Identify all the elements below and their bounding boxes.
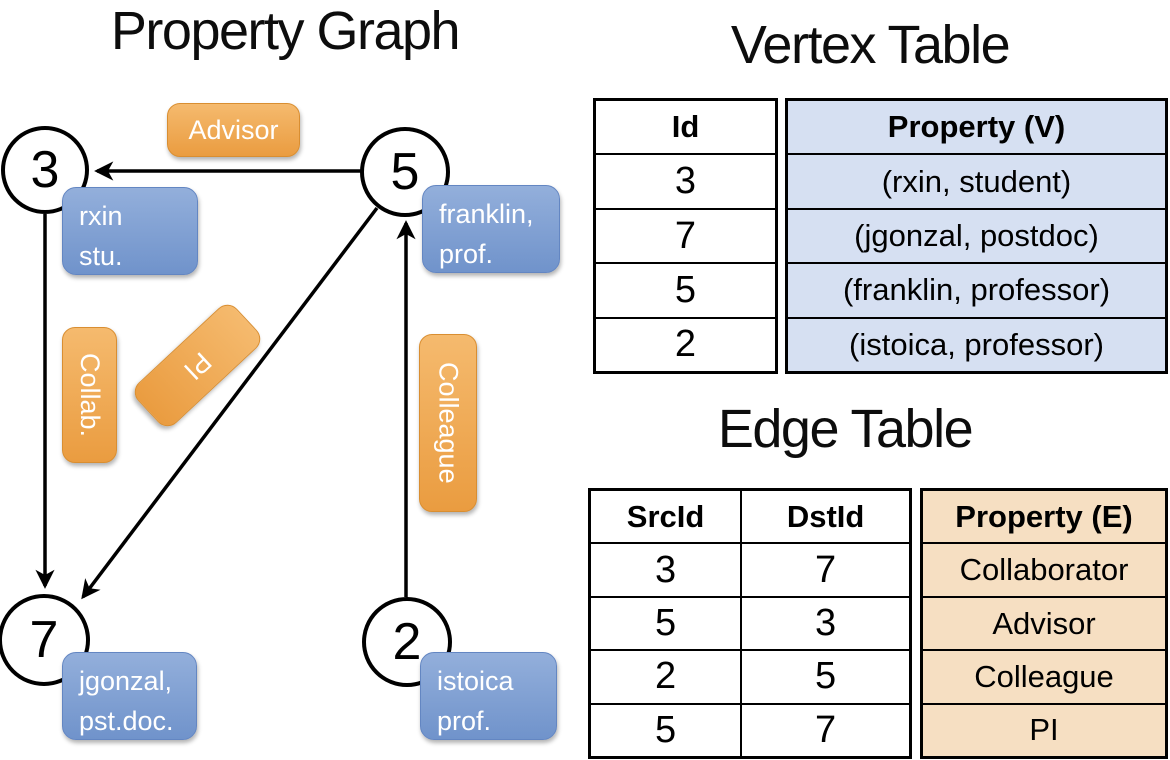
edge-table-cell-srcid: 3 xyxy=(655,548,677,591)
node-5-label: 5 xyxy=(390,143,420,201)
vertex-property-line: istoica xyxy=(437,666,514,696)
edge-table-id-columns: SrcId DstId 3 7 5 3 2 5 5 7 xyxy=(588,488,912,759)
graph-node-2: 2 xyxy=(362,597,452,687)
node-2-label: 2 xyxy=(392,613,422,671)
edge-table-cell-dstid: 3 xyxy=(740,597,909,650)
edge-table-cell-dstid: 5 xyxy=(740,651,909,703)
vertex-table-cell-id: 3 xyxy=(596,153,775,207)
vertex-table-cell-id: 7 xyxy=(596,207,775,262)
edge-table-header-srcid: SrcId xyxy=(626,498,705,534)
vertex-property-box-istoica: istoica prof. xyxy=(420,652,557,740)
edge-table-cell-dstid: 7 xyxy=(740,544,909,596)
vertex-property-line: rxin xyxy=(79,201,123,231)
vertex-table-id-column: Id 3 7 5 2 xyxy=(593,98,778,374)
edge-table-cell-srcid: 5 xyxy=(655,602,677,645)
vertex-property-line: prof. xyxy=(439,239,494,269)
edge-label-text: Advisor xyxy=(188,114,279,145)
edge-table-property-column: Property (E) Collaborator Advisor Collea… xyxy=(920,488,1168,759)
vertex-property-box-rxin: rxin stu. xyxy=(62,187,198,275)
edge-pi-arrow xyxy=(81,206,379,600)
edge-label-text: Colleague xyxy=(433,362,464,484)
vertex-property-line: prof. xyxy=(437,706,492,736)
vertex-table-header-id: Id xyxy=(671,109,700,145)
edge-table-cell-property: Colleague xyxy=(923,649,1165,702)
edge-table-cell-property: Collaborator xyxy=(923,542,1165,595)
vertex-table-cell-property: (istoica, professor) xyxy=(788,316,1165,371)
edge-table-header-dstid: DstId xyxy=(740,491,909,543)
edge-label-text: Collab. xyxy=(75,352,105,438)
vertex-table-cell-id: 2 xyxy=(596,316,775,371)
edge-table-cell-srcid: 5 xyxy=(655,708,677,751)
vertex-table-cell-property: (jgonzal, postdoc) xyxy=(788,207,1165,262)
vertex-table-title: Vertex Table xyxy=(730,15,1011,75)
property-graph-title: Property Graph xyxy=(110,1,461,61)
edge-label-colleague: Colleague xyxy=(419,334,477,512)
edge-label-text: PI xyxy=(178,346,218,386)
edge-table-title: Edge Table xyxy=(717,399,974,459)
edge-table-header-property: Property (E) xyxy=(955,498,1133,534)
vertex-table-header-property: Property (V) xyxy=(887,109,1066,145)
vertex-property-line: stu. xyxy=(79,241,123,271)
node-3-label: 3 xyxy=(30,141,60,199)
vertex-table-property-column: Property (V) (rxin, student) (jgonzal, p… xyxy=(785,98,1168,374)
node-7-label: 7 xyxy=(29,611,59,669)
vertex-property-line: franklin, xyxy=(439,199,534,229)
edge-label-collab: Collab. xyxy=(62,327,117,463)
vertex-property-box-jgonzal: jgonzal, pst.doc. xyxy=(62,652,197,740)
edge-label-advisor: Advisor xyxy=(167,103,300,157)
graph-edges xyxy=(35,161,416,600)
vertex-table-cell-property: (rxin, student) xyxy=(788,153,1165,207)
vertex-property-line: pst.doc. xyxy=(79,706,174,736)
vertex-property-box-franklin: franklin, prof. xyxy=(422,185,560,273)
vertex-table-cell-property: (franklin, professor) xyxy=(788,262,1165,316)
edge-table-cell-property: Advisor xyxy=(923,595,1165,649)
vertex-property-line: jgonzal, xyxy=(79,666,173,696)
edge-table-cell-property: PI xyxy=(923,702,1165,756)
edge-table-cell-srcid: 2 xyxy=(655,655,677,698)
edge-table-cell-dstid: 7 xyxy=(740,704,909,757)
vertex-table-cell-id: 5 xyxy=(596,262,775,316)
